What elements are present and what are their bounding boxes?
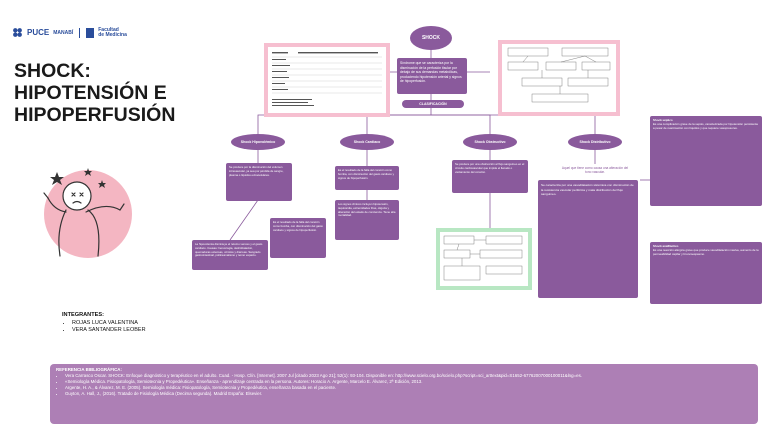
- obstructive-definition: Se produce por una obstrucción al flujo …: [452, 160, 528, 193]
- reference-item: Guyton, A. Hall, J., (2016). Tratado de …: [65, 391, 752, 397]
- shock-table-graphic: [272, 52, 382, 106]
- anaphylactic-shock-note: Shock anafiláctico Es una reacción alérg…: [650, 242, 762, 304]
- cardiac-side-note: Es el resultado de la falla del corazón …: [270, 218, 326, 258]
- shock-flow-graphic: [507, 47, 611, 103]
- septic-shock-body: Es una complicación grave de la sepsis, …: [653, 121, 759, 130]
- shock-flow-frame: [498, 40, 620, 116]
- illustration-circle: [44, 170, 132, 258]
- shock-table-frame: [264, 43, 390, 117]
- member-name: VERA SANTANDER LEOBER: [72, 327, 146, 333]
- cardiac-details: Los signos clínicos incluyen hipotensión…: [335, 200, 399, 240]
- member-name: ROJAS LUCA VALENTINA: [72, 320, 146, 326]
- faculty-crest-icon: [86, 27, 95, 38]
- distributive-details: Se caracteriza por una vasodilatación si…: [538, 180, 638, 298]
- members-section: INTEGRANTES: ROJAS LUCA VALENTINA VERA S…: [62, 312, 146, 334]
- campus-name: MANABÍ: [53, 29, 74, 36]
- cardiac-definition: Es el resultado de la falla del corazón …: [335, 166, 399, 190]
- obstructive-diagram-graphic: [443, 235, 523, 281]
- puce-logo-icon: [13, 28, 22, 37]
- shock-root-node: SHOCK: [410, 26, 452, 50]
- category-cardiac: Shock Cardiaco: [340, 134, 394, 150]
- anaphylactic-shock-heading: Shock anafiláctico: [653, 244, 679, 248]
- hypovolemic-definition: Se produce por la disminución del volume…: [226, 163, 292, 201]
- septic-shock-note: Shock séptico Es una complicación grave …: [650, 116, 762, 206]
- shock-definition: Síndrome que se caracteriza por la dismi…: [397, 58, 467, 94]
- references-box: REFERENCIA BIBLIOGRÁFICA: Vera Carrasco …: [50, 364, 758, 424]
- reference-item: «Semiología Médica. Fisiopatología, Semi…: [65, 379, 752, 385]
- septic-shock-heading: Shock séptico: [653, 118, 673, 122]
- obstructive-diagram-card: [440, 232, 528, 286]
- shock-table-card: [268, 47, 386, 113]
- category-distributive: Shock Distributivo: [568, 134, 622, 150]
- distributive-definition: Aquel que tiene como causa una alteració…: [561, 166, 629, 174]
- classification-node: CLASIFICACIÓN: [402, 100, 464, 108]
- references-heading: REFERENCIA BIBLIOGRÁFICA:: [56, 367, 122, 372]
- reference-item: Argente, H. A., & Álvarez, M. E. (2005).…: [65, 385, 752, 391]
- page-title: SHOCK: HIPOTENSIÓN E HIPOPERFUSIÓN: [14, 60, 176, 126]
- shock-flow-card: [502, 44, 616, 112]
- obstructive-diagram-frame: [436, 228, 532, 290]
- hypovolemic-details: La hipovolemia disminuye el retorno veno…: [192, 240, 268, 270]
- category-hypovolemic: Shock Hipovolémico: [231, 134, 285, 150]
- anaphylactic-shock-body: Es una reacción alérgica grave que produ…: [653, 247, 759, 256]
- reference-item: Vera Carrasco Oscar. SHOCK: Enfoque diag…: [65, 373, 752, 379]
- brand-name: PUCE: [27, 28, 50, 37]
- category-obstructive: Shock Obstructivo: [463, 134, 517, 150]
- members-heading: INTEGRANTES:: [62, 312, 104, 318]
